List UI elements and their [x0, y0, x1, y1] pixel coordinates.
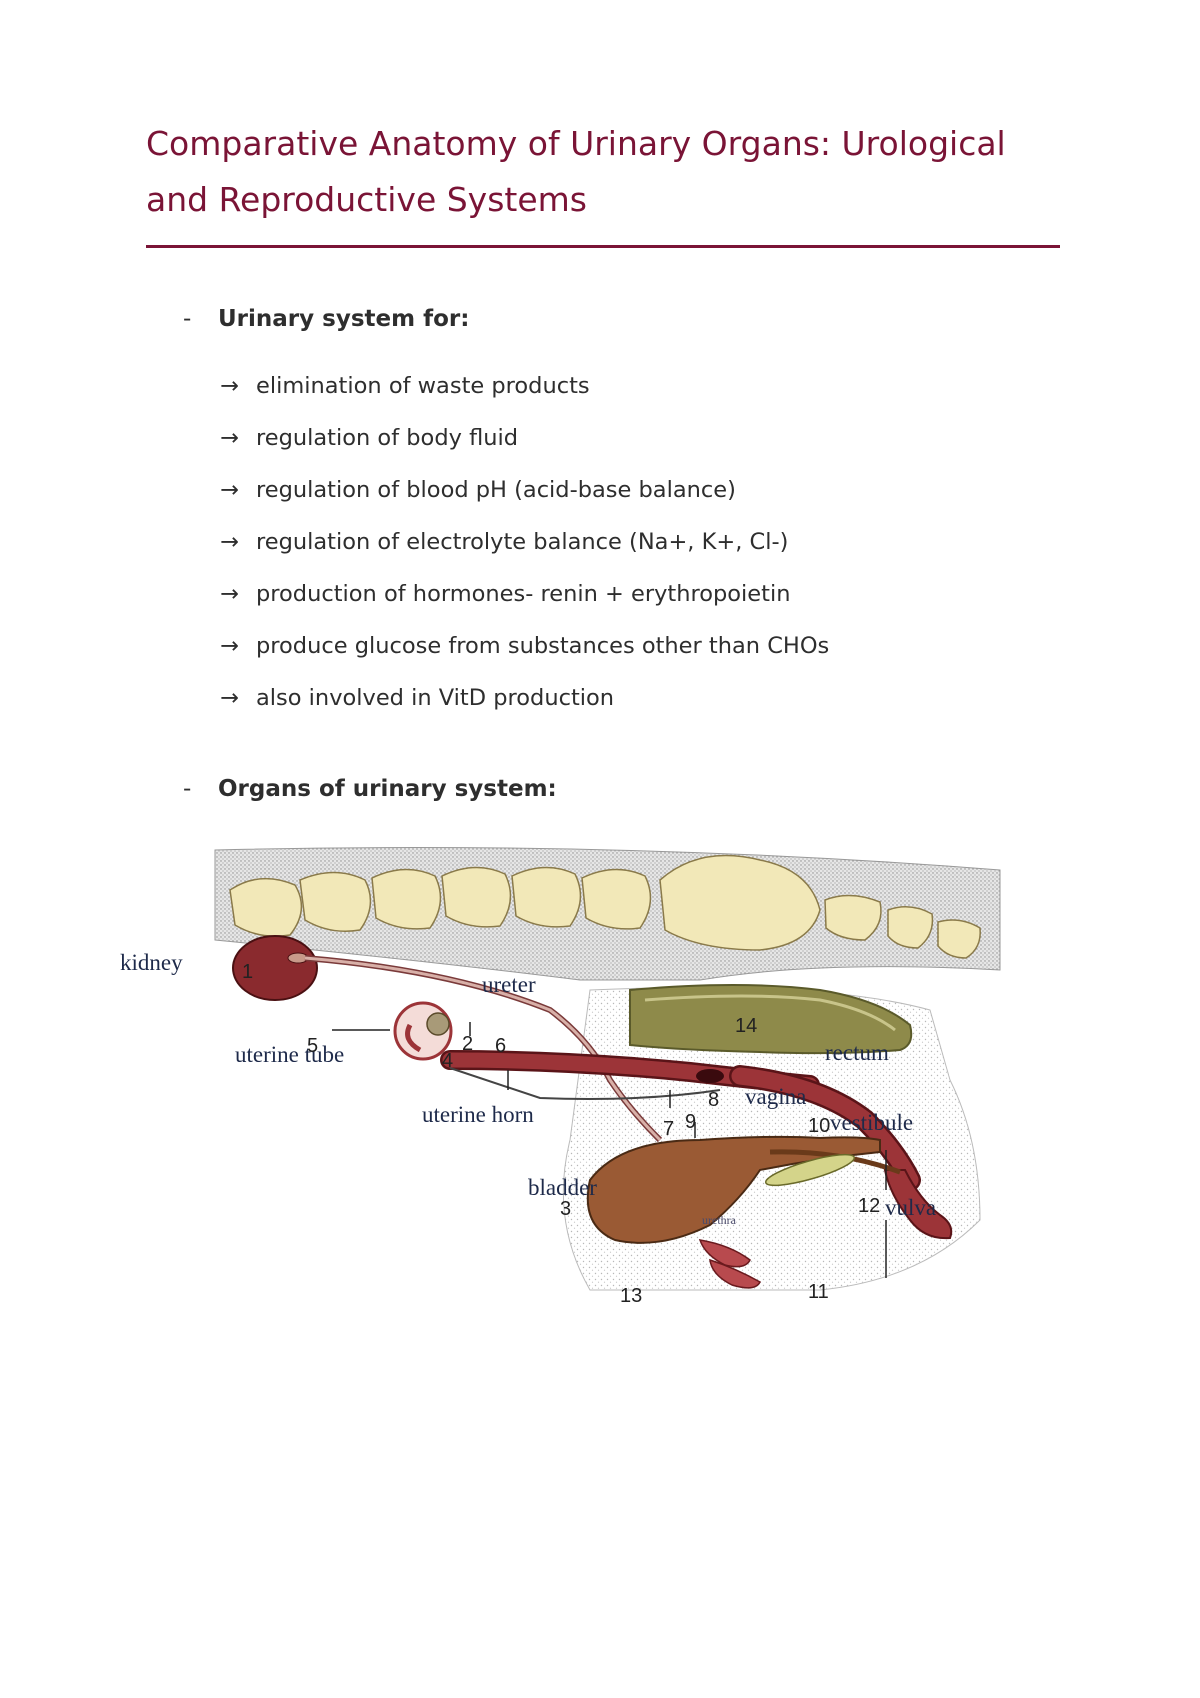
section-heading-text: Organs of urinary system: [218, 776, 557, 802]
label-vulva: vulva [885, 1195, 936, 1220]
label-uterine-horn: uterine horn [422, 1102, 534, 1127]
marker-2: 2 [462, 1033, 473, 1055]
list-item-text: production of hormones- renin + erythrop… [256, 581, 791, 607]
arrow-icon: → [220, 373, 239, 399]
marker-3: 3 [560, 1198, 571, 1220]
list-item: → regulation of blood pH (acid-base balan… [220, 464, 829, 516]
label-uterine-tube: uterine tube [235, 1042, 344, 1067]
vertebra [371, 868, 442, 930]
arrow-icon: → [220, 529, 239, 555]
list-item: → elimination of waste products [220, 360, 829, 412]
label-urethra: urethra [702, 1213, 737, 1227]
page-title: Comparative Anatomy of Urinary Organs: U… [146, 124, 1006, 219]
vertebra [441, 866, 512, 928]
vertebra [511, 866, 582, 928]
section-heading-organs: -Organs of urinary system: [183, 776, 557, 802]
leader-lines [332, 1022, 887, 1278]
cervix [696, 1069, 724, 1083]
marker-10: 10 [808, 1115, 830, 1137]
marker-5: 5 [307, 1035, 318, 1057]
section-heading-functions: -Urinary system for: [183, 306, 469, 332]
vertebra [824, 894, 882, 941]
marker-9: 9 [685, 1111, 696, 1133]
ovary [426, 1012, 450, 1036]
arrow-icon: → [220, 477, 239, 503]
marker-13: 13 [620, 1285, 642, 1307]
marker-8: 8 [708, 1089, 719, 1111]
rectum-shape [629, 984, 913, 1055]
vertebral-column [229, 854, 981, 959]
marker-12: 12 [858, 1195, 880, 1217]
urinary-anatomy-figure: kidney ureter uterine tube uterine horn … [120, 840, 1040, 1340]
marker-7: 7 [663, 1118, 674, 1140]
list-dash: - [183, 776, 192, 802]
vertebra [887, 906, 934, 949]
label-vagina: vagina [745, 1084, 806, 1109]
marker-14: 14 [735, 1015, 757, 1037]
function-list: → elimination of waste products → regulati… [220, 360, 829, 724]
vertebra [581, 868, 652, 930]
rectum-lumen [644, 994, 896, 1032]
list-item: → regulation of body fluid [220, 412, 829, 464]
muscle-13 [698, 1239, 751, 1268]
label-rectum: rectum [825, 1040, 889, 1065]
label-vestibule: vestibule [830, 1110, 913, 1135]
pubic-bone [764, 1153, 856, 1187]
vertebra [937, 919, 981, 959]
list-item-text: regulation of body fluid [256, 425, 519, 451]
list-item-text: regulation of blood pH (acid-base balanc… [256, 477, 736, 503]
list-item: → production of hormones- renin + erythro… [220, 568, 829, 620]
arrow-icon: → [220, 685, 239, 711]
uterine-tube-shape [405, 1023, 422, 1053]
marker-1: 1 [242, 961, 253, 983]
list-item-text: also involved in VitD production [256, 685, 615, 711]
label-kidney: kidney [120, 950, 183, 975]
list-item-text: elimination of waste products [256, 373, 590, 399]
list-dash: - [183, 306, 192, 332]
anatomy-diagram: kidney ureter uterine tube uterine horn … [120, 847, 1001, 1307]
title-divider [146, 245, 1060, 248]
section-heading-text: Urinary system for: [218, 306, 470, 332]
arrow-icon: → [220, 581, 239, 607]
vertebra [229, 877, 303, 937]
vertebra [299, 871, 372, 932]
vestibule-shape [883, 1169, 953, 1240]
list-item-text: produce glucose from substances other th… [256, 633, 830, 659]
sacrum [659, 854, 821, 951]
label-bladder: bladder [528, 1175, 597, 1200]
marker-11: 11 [808, 1281, 829, 1303]
list-item: → also involved in VitD production [220, 672, 829, 724]
arrow-icon: → [220, 425, 239, 451]
list-item-text: regulation of electrolyte balance (Na+, … [256, 529, 789, 555]
label-ureter: ureter [482, 972, 536, 997]
kidney-shape [232, 935, 318, 1001]
list-item: → regulation of electrolyte balance (Na+,… [220, 516, 829, 568]
arrow-icon: → [220, 633, 239, 659]
list-item: → produce glucose from substances other t… [220, 620, 829, 672]
broad-ligament [449, 1067, 721, 1100]
marker-4: 4 [442, 1050, 453, 1072]
marker-6: 6 [495, 1035, 506, 1057]
